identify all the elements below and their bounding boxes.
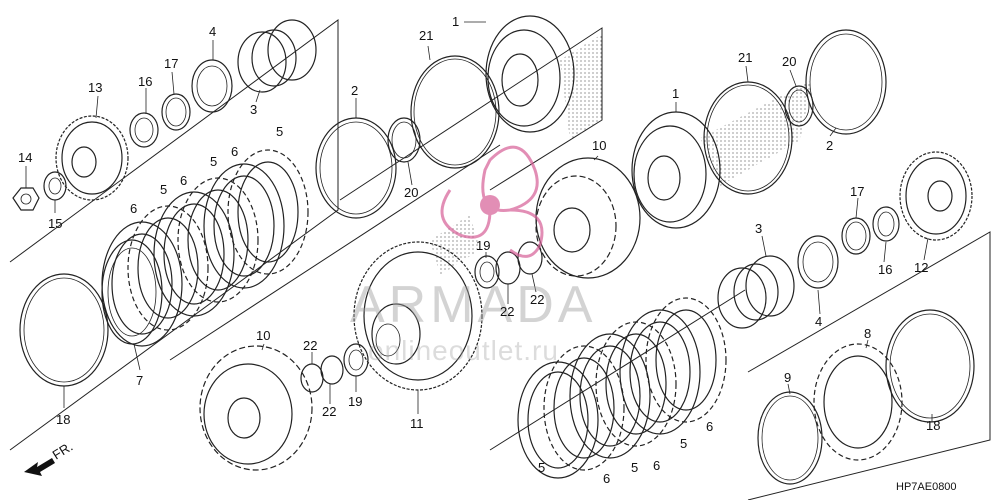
callout-17b: 17 (850, 184, 864, 199)
callout-6f: 6 (706, 419, 713, 434)
callout-18b: 18 (926, 418, 940, 433)
watermark-main: ARMADA (350, 276, 596, 334)
callout-12: 12 (914, 260, 928, 275)
watermark-sub: onlineoutlet.ru (368, 335, 559, 366)
callout-22c: 22 (303, 338, 317, 353)
callout-21b: 21 (738, 50, 752, 65)
part-1-piston-center (485, 15, 575, 133)
callout-5e: 5 (631, 460, 638, 475)
callout-22a: 22 (500, 304, 514, 319)
callout-22d: 22 (322, 404, 336, 419)
watermark-logo-icon (440, 145, 544, 258)
callout-10b: 10 (256, 328, 270, 343)
callout-2b: 2 (826, 138, 833, 153)
callout-22b: 22 (530, 292, 544, 307)
frame-center-group (169, 144, 746, 451)
callout-7: 7 (136, 373, 143, 388)
callout-5f: 5 (680, 436, 687, 451)
callout-16a: 16 (138, 74, 152, 89)
drawing-code: HP7AE0800 (896, 481, 957, 493)
callout-13: 13 (88, 80, 102, 95)
shaft-shading-center (430, 215, 480, 275)
shaft-shading-top (560, 34, 602, 140)
callout-5a: 5 (276, 124, 283, 139)
callout-19a: 19 (476, 238, 490, 253)
part-14-nut (12, 187, 40, 211)
callout-18a: 18 (56, 412, 70, 427)
callout-6c: 6 (130, 201, 137, 216)
part-20-o-ring-right (784, 85, 814, 127)
part-12-gear (899, 151, 973, 241)
part-4-ring (191, 59, 233, 113)
callout-4a: 4 (209, 24, 216, 39)
part-8-plate (813, 343, 903, 461)
callout-20b: 20 (782, 54, 796, 69)
part-10-drum-upper (535, 157, 641, 279)
leader-lines (25, 21, 933, 422)
callout-6a: 6 (231, 144, 238, 159)
part-13-gear (55, 115, 129, 201)
front-direction-arrow-icon (24, 458, 55, 476)
callout-11: 11 (410, 416, 424, 431)
callout-5d: 5 (538, 460, 545, 475)
part-9-snap-ring (757, 391, 823, 485)
callout-labels: 1 1 2 2 3 3 4 4 5 5 5 5 5 5 6 6 6 6 6 6 … (18, 14, 940, 486)
part-19-bearing-upper (474, 255, 500, 289)
callout-16b: 16 (878, 262, 892, 277)
callout-17a: 17 (164, 56, 178, 71)
part-3-seal-rings (237, 19, 317, 93)
part-17-snap-ring-right (841, 217, 871, 255)
callout-6e: 6 (653, 458, 660, 473)
part-10-drum-lower (199, 345, 313, 471)
callout-4b: 4 (815, 314, 822, 329)
part-4-ring-right (797, 235, 839, 289)
part-18-snap-ring-right (885, 309, 975, 423)
callout-3a: 3 (250, 102, 257, 117)
part-19-bearing-lower (343, 343, 369, 377)
callout-1b: 1 (672, 86, 679, 101)
part-15-washer (43, 171, 67, 201)
part-7-plate (101, 239, 163, 345)
callout-5b: 5 (210, 154, 217, 169)
part-16-washer (129, 112, 159, 148)
callout-15: 15 (48, 216, 62, 231)
callout-1a: 1 (452, 14, 459, 29)
callout-10a: 10 (592, 138, 606, 153)
callout-5c: 5 (160, 182, 167, 197)
part-1-piston-right (631, 111, 721, 229)
part-17-snap-ring (161, 93, 191, 131)
frame-left-group (9, 19, 339, 451)
frame-lower-right (747, 231, 991, 500)
callout-2a: 2 (351, 83, 358, 98)
part-16-washer-right (872, 206, 900, 242)
right-clutch-pack (517, 297, 727, 479)
callout-6b: 6 (180, 173, 187, 188)
callout-3b: 3 (755, 221, 762, 236)
callout-20a: 20 (404, 185, 418, 200)
part-2-snap-ring-right (805, 29, 887, 135)
callout-21a: 21 (419, 28, 433, 43)
callout-8: 8 (864, 326, 871, 341)
frame-top-center (339, 27, 603, 201)
part-3-seal-rings-right (717, 255, 795, 329)
front-direction-label: FR. (50, 439, 76, 463)
part-22-washers-lower (300, 355, 344, 393)
callout-19b: 19 (348, 394, 362, 409)
callout-6d: 6 (603, 471, 610, 486)
part-2-snap-ring-center (315, 117, 397, 219)
part-18-snap-ring-left (19, 273, 109, 387)
shaft-shading-right (700, 80, 812, 186)
callout-14: 14 (18, 150, 32, 165)
callout-9: 9 (784, 370, 791, 385)
